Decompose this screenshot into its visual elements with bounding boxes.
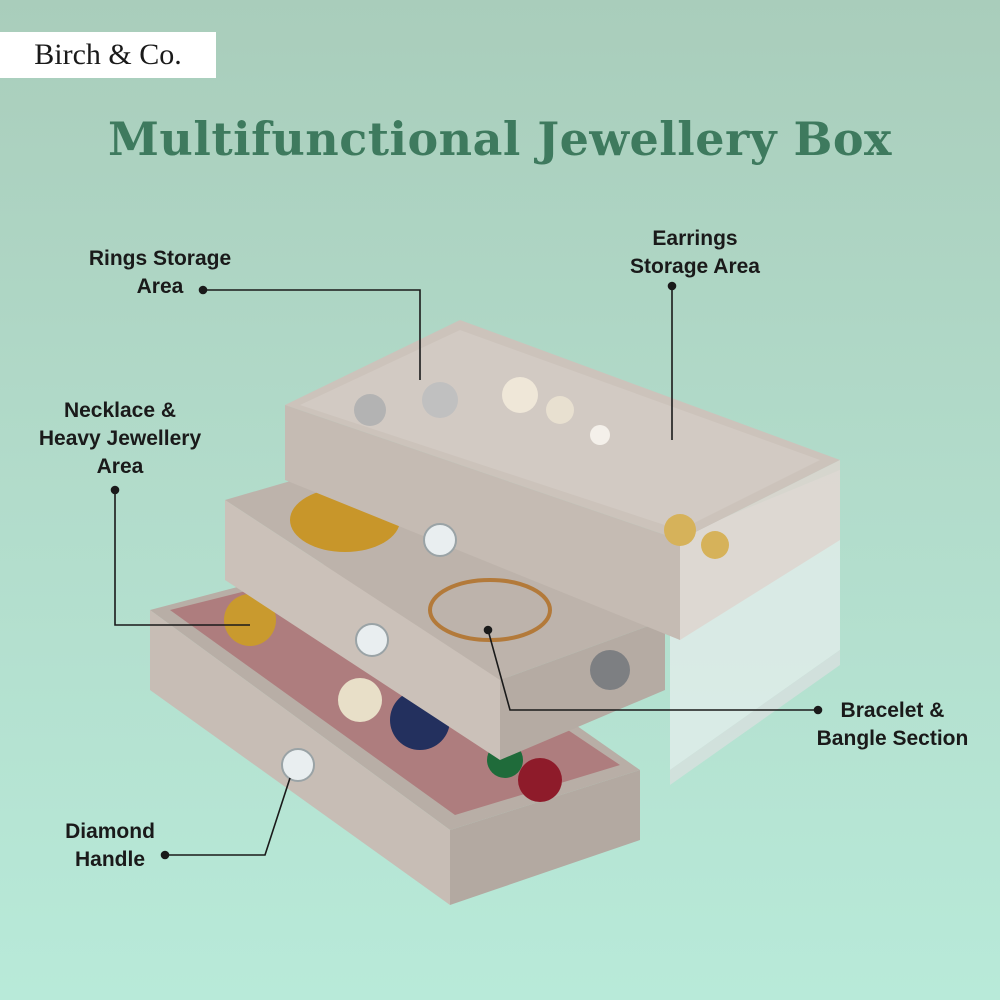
bracelet-section-label: Bracelet & Bangle Section — [816, 699, 969, 750]
top-tray — [285, 320, 840, 640]
brand-logo: Birch & Co. — [0, 32, 216, 78]
earrings-storage-label: Earrings Storage Area — [630, 227, 760, 278]
diamond-handle-icon[interactable] — [423, 523, 457, 557]
diamond-handle-label: Diamond Handle — [65, 820, 155, 871]
diamond-handle-icon[interactable] — [355, 623, 389, 657]
necklace-area-label: Necklace & Heavy Jewellery Area — [38, 399, 202, 478]
brand-name: Birch & Co. — [34, 38, 182, 71]
callout-lines — [110, 281, 823, 860]
page-title: Multifunctional Jewellery Box — [108, 112, 892, 166]
rings-storage-label: Rings Storage Area — [88, 247, 232, 298]
diamond-handle-icon[interactable] — [281, 748, 315, 782]
